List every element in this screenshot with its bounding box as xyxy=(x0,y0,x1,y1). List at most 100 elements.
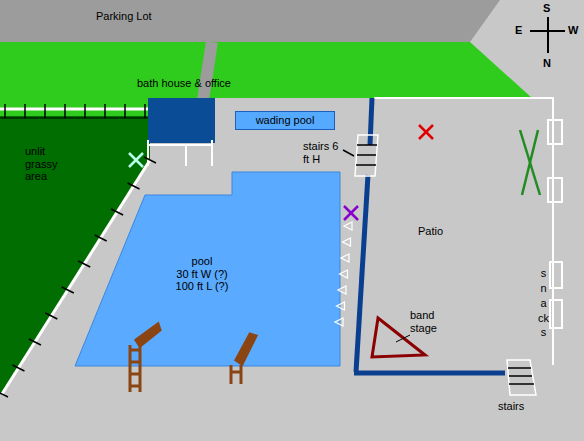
bath-house xyxy=(148,144,212,146)
fence-post xyxy=(4,104,6,118)
diving-board xyxy=(240,365,243,384)
fence-post xyxy=(44,104,46,118)
map-note: stairs 6 ft H xyxy=(303,140,343,165)
parking-lot-area xyxy=(0,0,500,42)
parking-lot-area xyxy=(0,0,500,42)
stairs-symbol xyxy=(343,150,354,156)
fence-post xyxy=(64,104,66,118)
area-name: unlit grassy area xyxy=(25,145,69,183)
fence-post xyxy=(95,235,107,241)
lawn xyxy=(0,42,532,116)
stairs-symbol xyxy=(357,144,377,146)
fence xyxy=(0,118,148,119)
patio: Patio xyxy=(418,225,443,238)
fence-post xyxy=(84,104,86,118)
parking-lot: Parking Lot xyxy=(96,10,152,23)
x-mark xyxy=(419,125,433,139)
stairs-symbol xyxy=(508,367,531,369)
fence-post xyxy=(128,183,140,189)
bath-house: bath house & office xyxy=(137,77,231,90)
stairs-symbol xyxy=(355,135,378,176)
fence-post xyxy=(111,209,123,215)
compass-letter: S xyxy=(543,2,550,15)
bath-house xyxy=(185,145,187,166)
map-note: snacks xyxy=(538,266,549,340)
pool: pool30 ft W (?) 100 ft L (?) xyxy=(166,255,238,293)
map-note: stairs xyxy=(498,400,524,413)
bath-house xyxy=(211,140,213,166)
x-mark xyxy=(419,125,433,139)
step-marker xyxy=(337,302,345,310)
diving-board xyxy=(130,373,140,376)
fence-post xyxy=(24,104,26,118)
step-marker xyxy=(344,222,352,230)
patio-edge xyxy=(548,178,562,202)
stairs-symbol xyxy=(343,135,536,395)
diving-board xyxy=(231,371,241,374)
area-name: 30 ft W (?) 100 ft L (?) xyxy=(166,268,238,293)
compass xyxy=(530,30,565,32)
wading-pool: wading pool xyxy=(235,111,335,130)
stairs-symbol xyxy=(507,360,536,395)
fence-post xyxy=(0,391,8,397)
patio-wall xyxy=(356,175,368,372)
diving-board xyxy=(130,361,140,364)
fence-post xyxy=(124,104,126,118)
patio-wall xyxy=(354,98,505,373)
x-mark xyxy=(520,130,540,195)
patio-edge xyxy=(374,98,562,365)
x-mark xyxy=(344,206,358,220)
stairs-symbol xyxy=(509,383,534,385)
area-name: Patio xyxy=(418,225,443,238)
bath-house xyxy=(148,98,215,143)
diving-board xyxy=(136,324,160,346)
fence-post xyxy=(144,104,146,118)
area-name: Parking Lot xyxy=(96,10,152,23)
compass xyxy=(530,17,565,53)
area-name: pool xyxy=(166,255,238,268)
area-name: band stage xyxy=(410,309,450,334)
grassy-area: unlit grassy area xyxy=(25,145,69,183)
patio-edge xyxy=(374,98,553,365)
band-stage: band stage xyxy=(410,309,450,334)
fence xyxy=(0,108,148,111)
x-mark xyxy=(129,153,143,167)
fence-post xyxy=(12,365,24,371)
compass-letter: W xyxy=(568,24,578,37)
x-mark xyxy=(522,130,538,195)
driveway xyxy=(203,42,212,100)
patio-wall xyxy=(354,371,505,376)
bath-house xyxy=(148,98,215,166)
fence-post xyxy=(78,261,90,267)
stairs-symbol xyxy=(509,375,532,377)
stairs-symbol xyxy=(357,154,376,156)
driveway xyxy=(203,42,212,100)
patio-edge xyxy=(548,120,562,144)
step-marker xyxy=(335,222,352,326)
compass-letter: E xyxy=(515,24,522,37)
step-marker xyxy=(343,238,351,246)
compass xyxy=(547,17,549,53)
diving-board xyxy=(130,349,140,352)
fence-post xyxy=(104,104,106,118)
step-marker xyxy=(338,286,346,294)
area-name: wading pool xyxy=(240,114,330,127)
diving-board xyxy=(130,324,256,392)
pool-shape xyxy=(75,172,340,366)
step-marker xyxy=(340,270,348,278)
x-mark xyxy=(129,153,143,167)
area-name: bath house & office xyxy=(137,77,231,90)
diving-board xyxy=(236,334,256,364)
x-mark xyxy=(344,206,358,220)
x-mark xyxy=(129,125,540,220)
compass-letter: N xyxy=(543,57,551,70)
fence-post xyxy=(45,313,57,319)
pool-shape xyxy=(75,172,340,366)
diving-board xyxy=(230,365,233,384)
diving-board xyxy=(130,385,140,388)
